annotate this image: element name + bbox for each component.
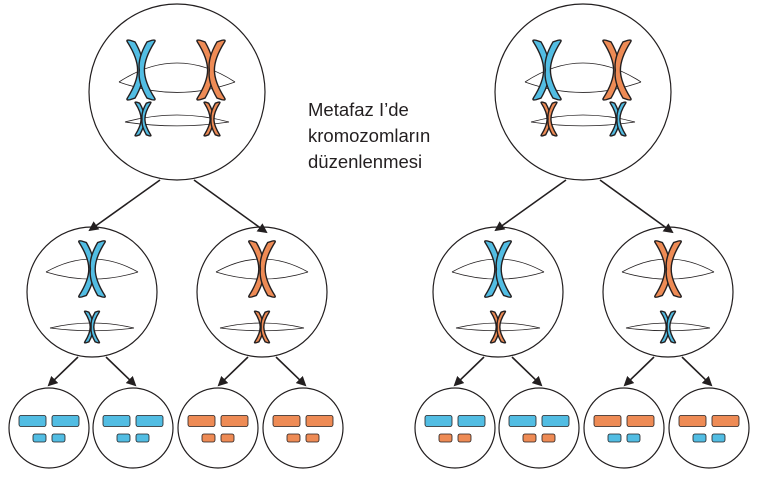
- gamete-2: [498, 387, 580, 469]
- chromosome-small-1: [134, 101, 152, 137]
- arrangement-right: [414, 3, 750, 469]
- gamete-4: [668, 387, 750, 469]
- gamete-3: [177, 387, 259, 469]
- chromosome-bar-large: [508, 415, 570, 427]
- secondary-cell-2: [196, 226, 328, 358]
- gamete-1: [414, 387, 496, 469]
- chromosome-small-2: [609, 101, 627, 137]
- gamete-circle: [498, 387, 580, 469]
- chromosome-large: [78, 240, 106, 298]
- chromosome-small: [489, 310, 507, 344]
- arrow-to-secondary-2: [193, 179, 268, 234]
- chromosome-large-1: [532, 39, 562, 101]
- gamete-circle: [8, 387, 90, 469]
- arrow-to-gamete-4: [681, 356, 713, 387]
- secondary-cell-circle: [26, 226, 158, 358]
- gamete-1: [8, 387, 90, 469]
- arrow-to-gamete-2: [511, 356, 543, 387]
- arrow-to-secondary-1: [494, 179, 567, 232]
- chromosome-large-1: [126, 39, 156, 101]
- gamete-3: [583, 387, 665, 469]
- metaphase-cell: [88, 3, 266, 181]
- chromosome-small: [253, 310, 271, 344]
- spindle-large: [524, 62, 642, 93]
- arrow-to-secondary-1: [88, 179, 161, 232]
- caption: Metafaz I’de kromozomların düzenlenmesi: [308, 97, 478, 175]
- secondary-cell-1: [432, 226, 564, 358]
- gamete-2: [92, 387, 174, 469]
- arrow-to-gamete-3: [623, 356, 655, 387]
- spindle-large: [118, 62, 236, 93]
- chromosome-bar-small: [607, 433, 641, 443]
- chromosome-bar-large: [678, 415, 740, 427]
- arrow-to-gamete-1: [47, 356, 79, 387]
- chromosome-large: [484, 240, 512, 298]
- chromosome-bar-large: [102, 415, 164, 427]
- secondary-cell-1: [26, 226, 158, 358]
- gamete-circle: [668, 387, 750, 469]
- chromosome-bar-large: [272, 415, 334, 427]
- chromosome-large-2: [602, 39, 632, 101]
- chromosome-bar-large: [18, 415, 80, 427]
- gamete-circle: [177, 387, 259, 469]
- secondary-cell-circle: [196, 226, 328, 358]
- gamete-circle: [262, 387, 344, 469]
- chromosome-bar-large: [424, 415, 486, 427]
- metaphase-cell: [494, 3, 672, 181]
- chromosome-small: [659, 310, 677, 344]
- chromosome-small-2: [203, 101, 221, 137]
- chromosome-bar-small: [116, 433, 150, 443]
- chromosome-large: [654, 240, 682, 298]
- gamete-circle: [414, 387, 496, 469]
- chromosome-bar-large: [593, 415, 655, 427]
- gamete-circle: [583, 387, 665, 469]
- arrow-to-gamete-3: [217, 356, 249, 387]
- caption-line-3: düzenlenmesi: [308, 151, 423, 172]
- spindle-small: [124, 114, 230, 127]
- secondary-cell-circle: [602, 226, 734, 358]
- arrow-to-gamete-2: [105, 356, 137, 387]
- arrow-to-gamete-4: [275, 356, 307, 387]
- chromosome-large: [248, 240, 276, 298]
- chromosome-bar-small: [522, 433, 556, 443]
- chromosome-bar-small: [286, 433, 320, 443]
- chromosome-small: [83, 310, 101, 344]
- arrangement-left: [8, 3, 344, 469]
- chromosome-bar-small: [201, 433, 235, 443]
- chromosome-bar-small: [692, 433, 726, 443]
- secondary-cell-2: [602, 226, 734, 358]
- spindle-small: [530, 114, 636, 127]
- secondary-cell-circle: [432, 226, 564, 358]
- caption-line-1: Metafaz I’de: [308, 99, 409, 120]
- chromosome-bar-small: [438, 433, 472, 443]
- arrow-to-gamete-1: [453, 356, 485, 387]
- chromosome-large-2: [196, 39, 226, 101]
- gamete-4: [262, 387, 344, 469]
- gamete-circle: [92, 387, 174, 469]
- arrow-to-secondary-2: [599, 179, 674, 234]
- chromosome-bar-small: [32, 433, 66, 443]
- chromosome-bar-large: [187, 415, 249, 427]
- chromosome-small-1: [540, 101, 558, 137]
- caption-line-2: kromozomların: [308, 125, 431, 146]
